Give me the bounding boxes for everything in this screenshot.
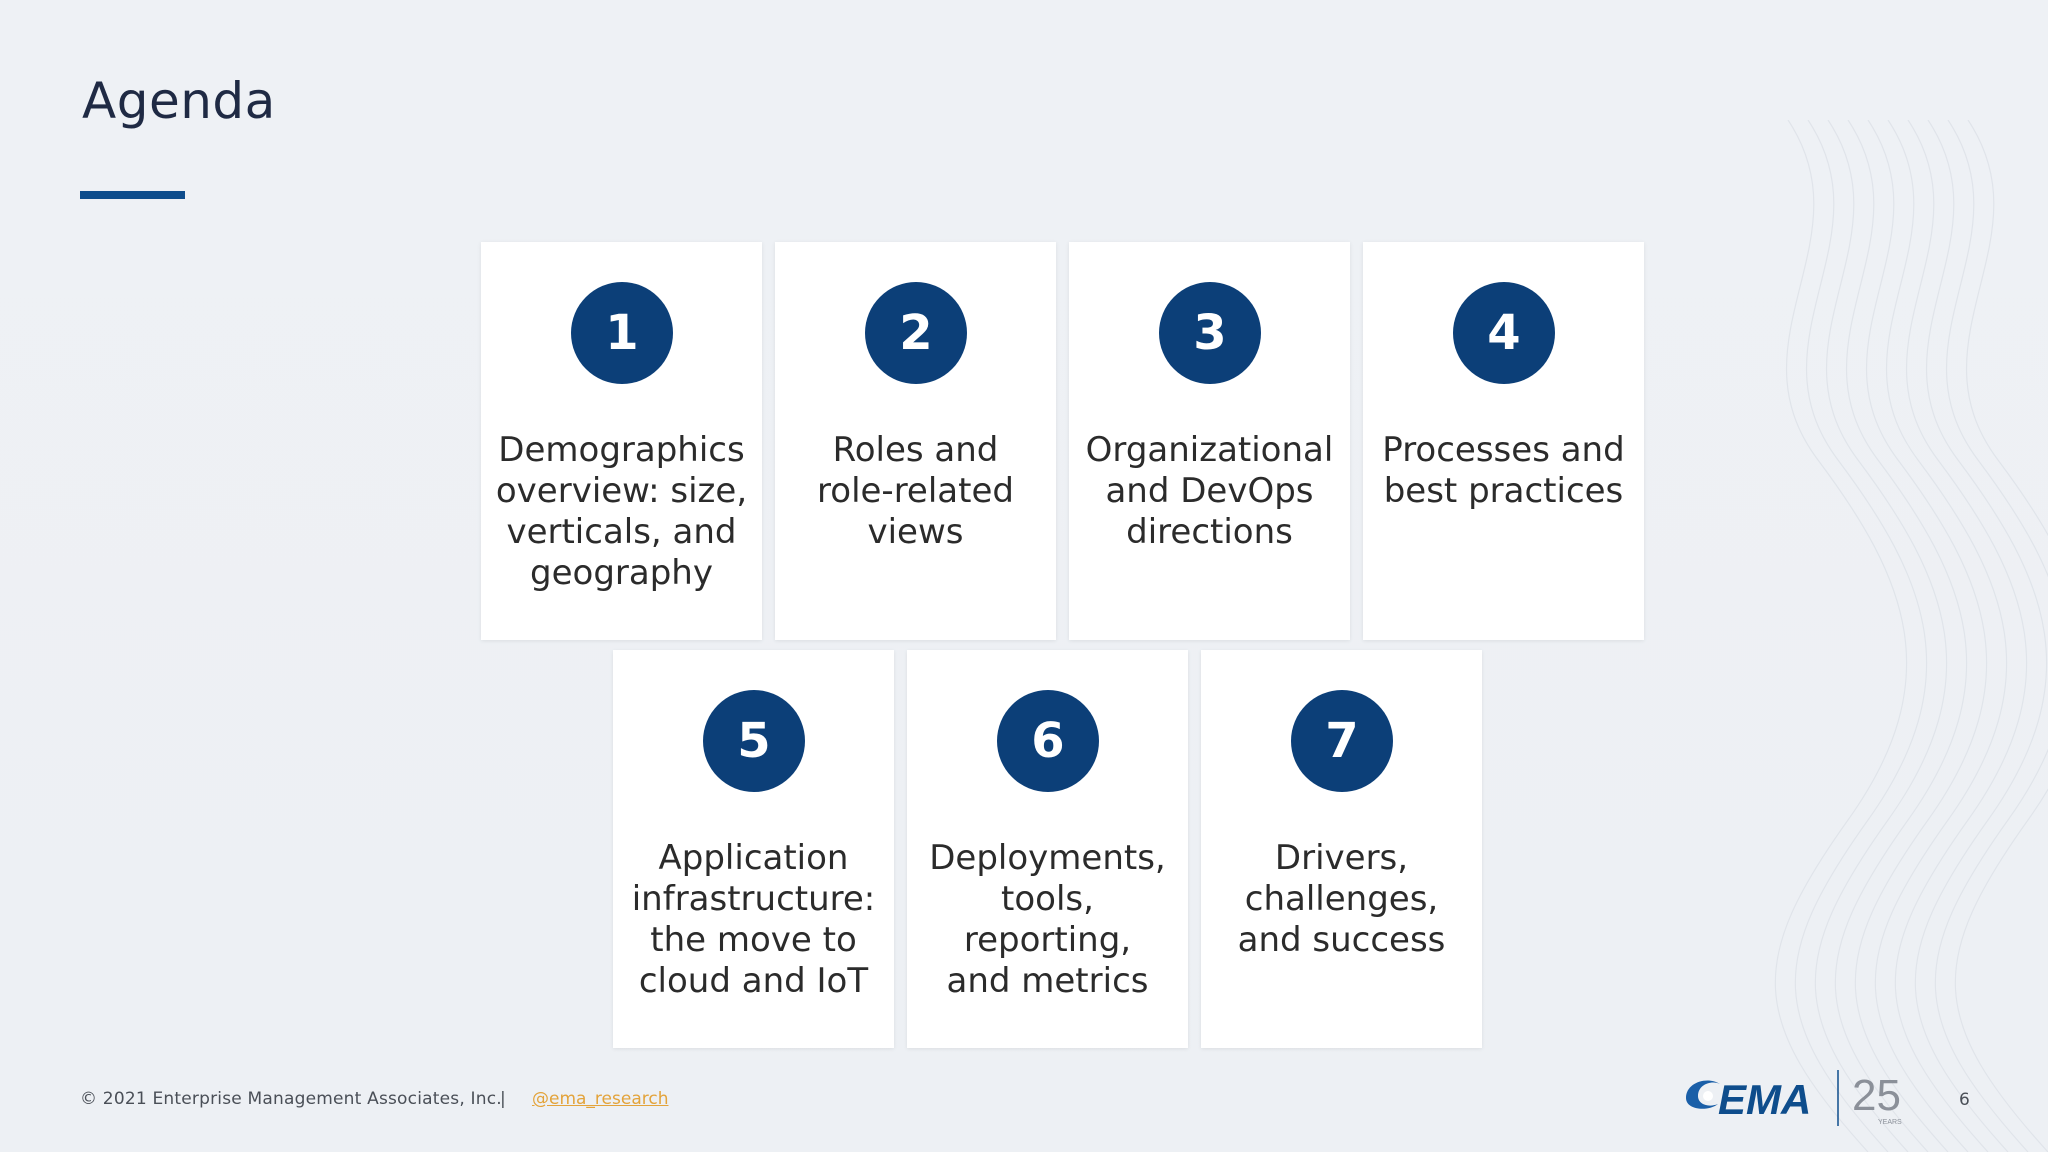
agenda-number-badge: 6: [997, 690, 1099, 792]
agenda-item-4: 4 Processes and best practices: [1363, 242, 1644, 640]
page-number: 6: [1959, 1090, 1970, 1110]
agenda-number-badge: 7: [1291, 690, 1393, 792]
agenda-item-text: Deployments, tools, reporting, and metri…: [929, 838, 1166, 1001]
page-title: Agenda: [82, 72, 276, 130]
footer-separator: |: [500, 1089, 506, 1109]
logo-ema-text: EMA: [1718, 1076, 1811, 1123]
agenda-item-3: 3 Organizational and DevOps directions: [1069, 242, 1350, 640]
agenda-number-badge: 2: [865, 282, 967, 384]
logo-years-number: 25: [1852, 1071, 1901, 1120]
footer-copyright: © 2021 Enterprise Management Associates,…: [80, 1089, 502, 1109]
ema-25-years-logo: EMA 25 YEARS: [1686, 1070, 1902, 1126]
agenda-item-7: 7 Drivers, challenges, and success: [1201, 650, 1482, 1048]
agenda-item-6: 6 Deployments, tools, reporting, and met…: [907, 650, 1188, 1048]
agenda-number-badge: 4: [1453, 282, 1555, 384]
agenda-item-text: Demographics overview: size, verticals, …: [495, 430, 748, 593]
agenda-item-text: Drivers, challenges, and success: [1237, 838, 1446, 960]
agenda-number-badge: 1: [571, 282, 673, 384]
twitter-handle-link[interactable]: @ema_research: [532, 1089, 669, 1109]
agenda-item-text: Application infrastructure: the move to …: [631, 838, 876, 1001]
agenda-item-text: Processes and best practices: [1382, 430, 1625, 511]
agenda-item-2: 2 Roles and role-related views: [775, 242, 1056, 640]
agenda-item-5: 5 Application infrastructure: the move t…: [613, 650, 894, 1048]
agenda-item-1: 1 Demographics overview: size, verticals…: [481, 242, 762, 640]
agenda-item-text: Roles and role-related views: [817, 430, 1014, 552]
agenda-item-text: Organizational and DevOps directions: [1085, 430, 1334, 552]
agenda-number-badge: 5: [703, 690, 805, 792]
title-underline: [80, 191, 185, 199]
background-wave-pattern: [1774, 120, 2048, 1152]
logo-years-label: YEARS: [1878, 1119, 1902, 1126]
agenda-number-badge: 3: [1159, 282, 1261, 384]
